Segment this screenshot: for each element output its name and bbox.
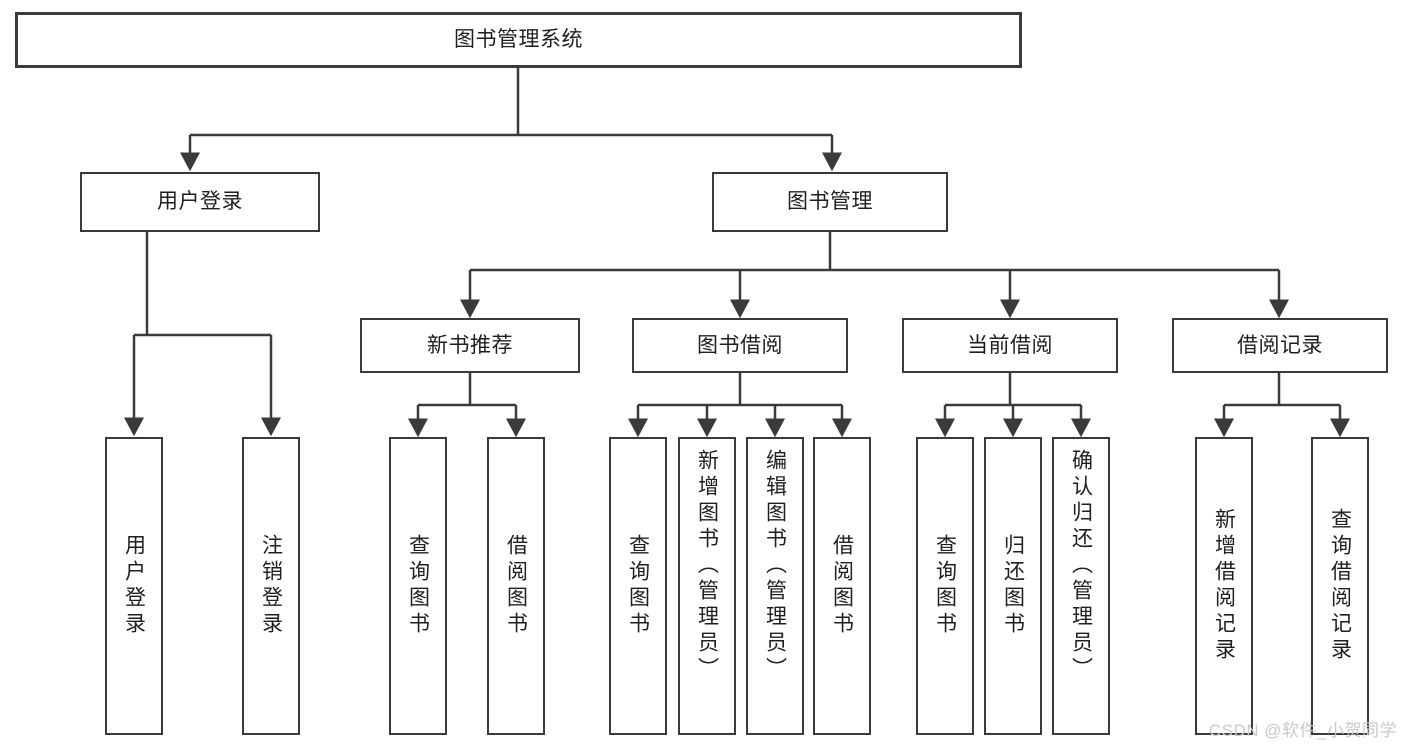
node-label: 新增借阅记录	[1212, 508, 1236, 664]
connector-newbook-to-leaves	[408, 373, 526, 438]
watermark-text: CSDN @软件_小贺同学	[1208, 721, 1397, 740]
node-label: 确认归还（管理员）	[1069, 449, 1093, 683]
node-leaf-edit-book-admin[interactable]: 编辑图书（管理员）	[746, 437, 804, 735]
node-leaf-query-book-borrow[interactable]: 查询图书	[609, 437, 667, 735]
connector-bookborrow-to-leaves	[628, 373, 852, 438]
node-leaf-query-book-current[interactable]: 查询图书	[916, 437, 974, 735]
node-label: 当前借阅	[967, 333, 1053, 357]
node-label: 新增图书（管理员）	[695, 449, 719, 683]
node-leaf-add-borrow-record[interactable]: 新增借阅记录	[1195, 437, 1253, 735]
connector-userlogin-to-leaves	[124, 232, 281, 437]
node-leaf-confirm-return-admin[interactable]: 确认归还（管理员）	[1052, 437, 1110, 735]
node-leaf-borrow-book[interactable]: 借阅图书	[813, 437, 871, 735]
connector-bookmanage-to-level2	[460, 232, 1289, 319]
node-label: 查询图书	[406, 534, 430, 638]
node-label: 图书管理	[787, 190, 873, 214]
node-label: 新书推荐	[427, 333, 513, 357]
node-borrow-record[interactable]: 借阅记录	[1172, 318, 1388, 373]
node-leaf-query-book-recommend[interactable]: 查询图书	[389, 437, 447, 735]
node-current-borrow[interactable]: 当前借阅	[902, 318, 1118, 373]
connector-currentborrow-to-leaves	[935, 373, 1091, 438]
node-label: 借阅记录	[1237, 333, 1323, 357]
node-new-book-recommend[interactable]: 新书推荐	[360, 318, 580, 373]
node-label: 编辑图书（管理员）	[763, 449, 787, 683]
node-label: 图书借阅	[697, 333, 783, 357]
node-label: 图书管理系统	[454, 28, 583, 52]
node-label: 借阅图书	[830, 534, 854, 638]
connector-root-to-level1	[180, 68, 842, 172]
node-label: 归还图书	[1001, 534, 1025, 638]
node-book-management[interactable]: 图书管理	[712, 172, 948, 232]
node-leaf-query-borrow-record[interactable]: 查询借阅记录	[1311, 437, 1369, 735]
node-leaf-logout[interactable]: 注销登录	[242, 437, 300, 735]
node-label: 查询图书	[626, 534, 650, 638]
node-leaf-return-book[interactable]: 归还图书	[984, 437, 1042, 735]
node-root-book-management-system[interactable]: 图书管理系统	[15, 12, 1022, 68]
node-label: 用户登录	[122, 534, 146, 638]
node-leaf-borrow-book-recommend[interactable]: 借阅图书	[487, 437, 545, 735]
node-label: 查询借阅记录	[1328, 508, 1352, 664]
node-label: 用户登录	[157, 190, 243, 214]
connector-borrowrecord-to-leaves	[1214, 373, 1350, 438]
node-label: 借阅图书	[504, 534, 528, 638]
node-leaf-user-login[interactable]: 用户登录	[105, 437, 163, 735]
node-label: 注销登录	[259, 534, 283, 638]
node-book-borrow[interactable]: 图书借阅	[632, 318, 848, 373]
node-user-login[interactable]: 用户登录	[80, 172, 320, 232]
node-label: 查询图书	[933, 534, 957, 638]
node-leaf-add-book-admin[interactable]: 新增图书（管理员）	[678, 437, 736, 735]
